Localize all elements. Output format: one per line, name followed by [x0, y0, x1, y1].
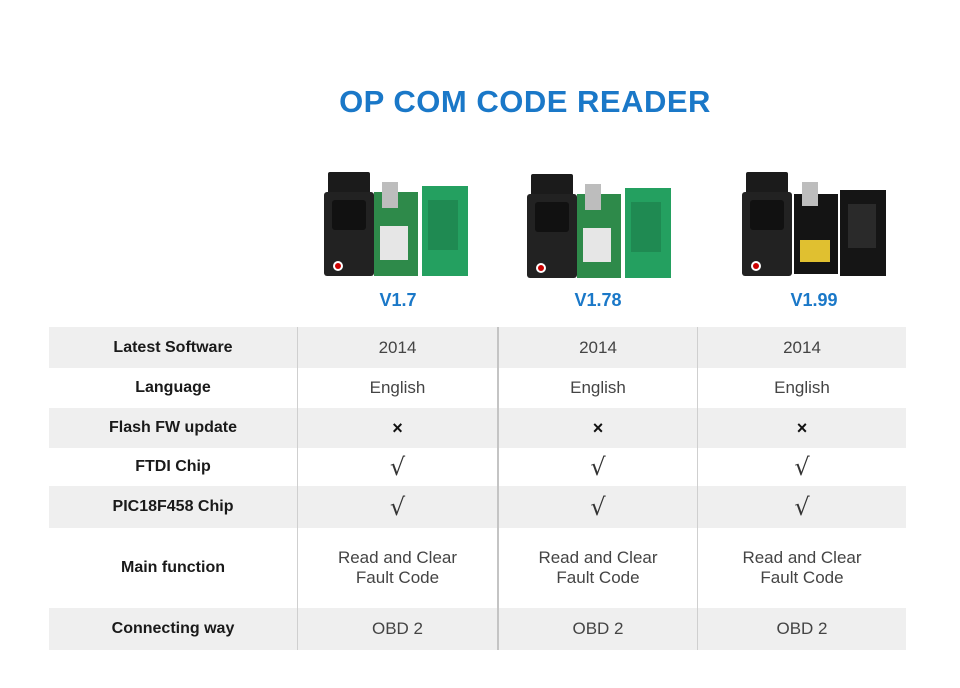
row-label: Connecting way — [111, 620, 235, 637]
table-cell: 2014 — [297, 327, 497, 368]
table-cell: OBD 2 — [297, 608, 497, 650]
cross-icon: × — [297, 408, 497, 448]
table-cell: Read and Clear Fault Code — [497, 528, 697, 608]
table-row: Flash FW update × × × — [49, 408, 906, 448]
table-cell: 2014 — [697, 327, 906, 368]
table-row: PIC18F458 Chip √ √ √ — [49, 486, 906, 528]
table-row: Main function Read and Clear Fault Code … — [49, 528, 906, 608]
row-label: Language — [135, 379, 211, 396]
cross-icon: × — [497, 408, 697, 448]
table-cell: 2014 — [497, 327, 697, 368]
table-cell: English — [297, 368, 497, 408]
table-cell: Read and Clear Fault Code — [297, 528, 497, 608]
comparison-table: Latest Software 2014 2014 2014 Language … — [49, 327, 906, 650]
table-row: Language English English English — [49, 368, 906, 408]
table-cell: English — [497, 368, 697, 408]
table-cell: English — [697, 368, 906, 408]
table-cell: Read and Clear Fault Code — [697, 528, 906, 608]
version-label-v17: V1.7 — [379, 290, 417, 310]
check-icon: √ — [297, 448, 497, 486]
product-image-v178 — [527, 174, 671, 278]
table-row: FTDI Chip √ √ √ — [49, 448, 906, 486]
cross-icon: × — [697, 408, 906, 448]
version-label-v178: V1.78 — [574, 290, 622, 310]
check-icon: √ — [697, 448, 906, 486]
version-label-v199: V1.99 — [790, 290, 838, 310]
check-icon: √ — [497, 486, 697, 528]
table-cell: OBD 2 — [697, 608, 906, 650]
product-image-v199 — [742, 172, 886, 276]
row-label: Main function — [121, 559, 225, 576]
row-label: Latest Software — [113, 338, 233, 356]
row-label: FTDI Chip — [135, 458, 211, 475]
product-image-v17 — [324, 172, 468, 276]
table-row: Connecting way OBD 2 OBD 2 OBD 2 — [49, 608, 906, 650]
check-icon: √ — [297, 486, 497, 528]
table-cell: OBD 2 — [497, 608, 697, 650]
page-title: OP COM CODE READER — [339, 84, 711, 119]
row-label: PIC18F458 Chip — [112, 498, 234, 515]
table-row: Latest Software 2014 2014 2014 — [49, 327, 906, 368]
check-icon: √ — [697, 486, 906, 528]
check-icon: √ — [497, 448, 697, 486]
row-label: Flash FW update — [109, 419, 237, 436]
